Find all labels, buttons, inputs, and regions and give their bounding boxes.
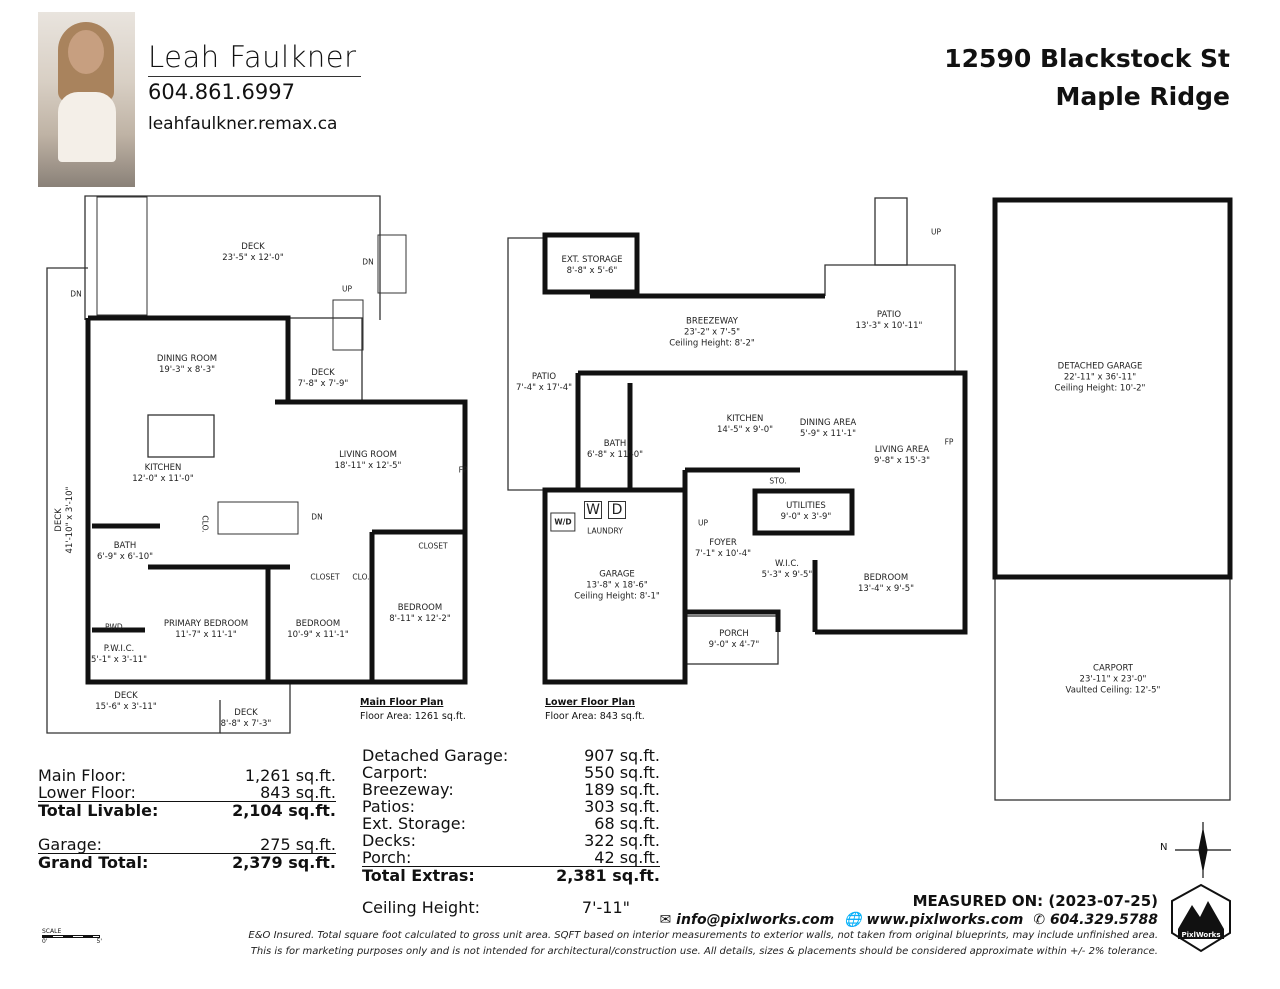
compass-north-label: N — [1160, 842, 1168, 853]
stairs-down-label: DN — [362, 257, 374, 267]
address-line1: 12590 Blackstock St — [944, 44, 1230, 73]
main-floor-title: Main Floor Plan — [360, 697, 444, 708]
fireplace-label: FP — [944, 437, 954, 447]
web-link[interactable]: 🌐 www.pixlworks.com — [844, 912, 1024, 928]
pixlworks-logo: PixlWorks — [1170, 883, 1232, 953]
agent-website[interactable]: leahfaulkner.remax.ca — [148, 114, 338, 134]
closet-label: CLOSET — [310, 572, 340, 582]
lower-floor-title: Lower Floor Plan — [545, 697, 635, 708]
stairs-down-label: DN — [311, 512, 323, 522]
stairs-down-label: DN — [70, 289, 82, 299]
dryer-label: D — [608, 501, 626, 519]
washer-dryer-label: W/D — [550, 512, 576, 532]
stairs-up-label: UP — [341, 284, 353, 294]
clo-label: CLO. — [200, 515, 210, 533]
email-icon: ✉ — [659, 912, 677, 928]
disclaimer-line-1: E&O Insured. Total square foot calculate… — [248, 930, 1158, 941]
agent-photo — [38, 12, 135, 187]
phone-contact: ✆ 604.329.5788 — [1033, 912, 1158, 928]
washer-label: W — [584, 501, 602, 519]
stairs-up-label: UP — [930, 227, 942, 237]
svg-text:PixlWorks: PixlWorks — [1182, 931, 1221, 939]
clo-label: CLO. — [352, 572, 370, 582]
living-area-summary: Main Floor:1,261 sq.ft. Lower Floor:843 … — [38, 766, 336, 872]
scale-bar: SCALE 0'5' — [42, 928, 102, 945]
address-line2: Maple Ridge — [1055, 82, 1230, 111]
storage-label: STO. — [769, 476, 787, 486]
disclaimer-line-2: This is for marketing purposes only and … — [250, 946, 1158, 957]
globe-icon: 🌐 — [844, 912, 867, 928]
extras-summary: Detached Garage:907 sq.ft. Carport:550 s… — [362, 746, 660, 917]
email-link[interactable]: ✉ info@pixlworks.com — [659, 912, 835, 928]
phone-icon: ✆ — [1033, 912, 1050, 928]
closet-label: CLOSET — [418, 541, 448, 551]
lower-floor-area: Floor Area: 843 sq.ft. — [545, 711, 645, 722]
laundry-label: LAUNDRY — [587, 526, 623, 536]
agent-name: Leah Faulkner — [148, 40, 361, 77]
fireplace-label: FP — [458, 465, 468, 475]
main-floor-area: Floor Area: 1261 sq.ft. — [360, 711, 466, 722]
agent-phone: 604.861.6997 — [148, 80, 295, 104]
room-label: W.I.C.5'-3" x 9'-5" — [761, 559, 813, 580]
contact-line: ✉ info@pixlworks.com 🌐 www.pixlworks.com… — [660, 912, 1158, 928]
pwd-label: PWD. — [104, 622, 126, 632]
measured-date: MEASURED ON: (2023-07-25) — [912, 892, 1158, 910]
stairs-up-label: UP — [697, 518, 709, 528]
room-label: P.W.I.C.5'-1" x 3'-11" — [90, 644, 148, 665]
